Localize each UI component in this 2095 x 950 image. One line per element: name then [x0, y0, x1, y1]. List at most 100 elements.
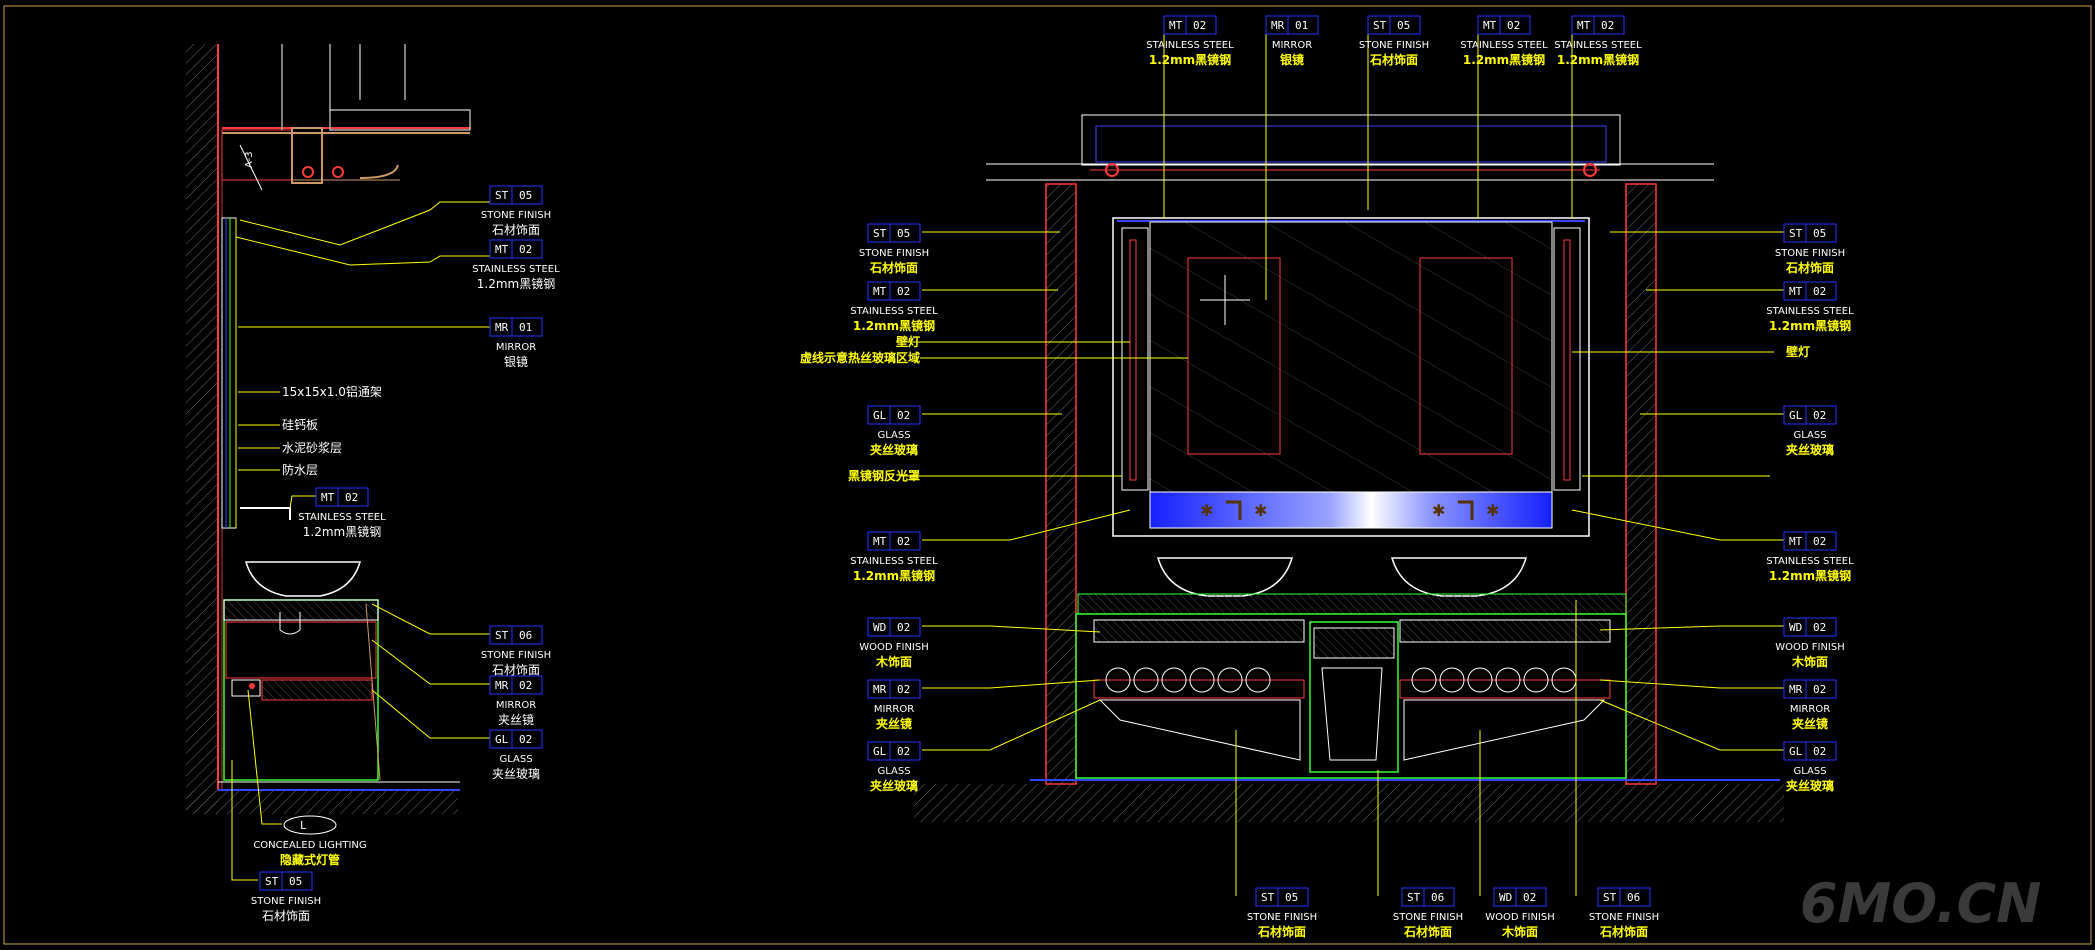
sheet-border — [3, 5, 2092, 945]
tag-chinese-label: 1.2mm黑镜钢 — [477, 276, 555, 291]
material-note: 壁灯 — [1786, 344, 1810, 359]
tag-number: 06 — [1627, 891, 1640, 904]
tag-code: GL — [1789, 409, 1803, 422]
tag-box — [489, 625, 543, 645]
tag-english-label: WOOD FINISH — [1485, 912, 1555, 923]
tag-code: WD — [1789, 621, 1802, 634]
tag-chinese-label: 木饰面 — [1791, 654, 1828, 669]
tag-chinese-label: 石材饰面 — [492, 223, 540, 237]
tag-english-label: STAINLESS STEEL — [1460, 40, 1548, 51]
material-note: 防水层 — [282, 462, 318, 477]
tag-code: MT — [1577, 19, 1591, 32]
tag-english-label: GLASS — [1793, 430, 1826, 441]
tag-english-label: STONE FINISH — [1247, 912, 1317, 923]
svg-text:✱: ✱ — [1200, 501, 1213, 520]
left-wall-hatch — [186, 44, 218, 814]
right-elevation-view: ✱ ✱ ✱ ✱ — [914, 114, 1784, 822]
tag-english-label: WOOD FINISH — [1775, 642, 1845, 653]
tag-code: GL — [1789, 745, 1803, 758]
right-floor-hatch — [914, 784, 1784, 822]
tag-chinese-label: 1.2mm黑镜钢 — [1769, 318, 1851, 333]
tag-box — [1597, 887, 1651, 907]
tag-code: MT — [873, 535, 887, 548]
tag-chinese-label: 夹丝镜 — [498, 712, 534, 727]
right-column — [1625, 183, 1657, 785]
tag-chinese-label: 夹丝玻璃 — [1786, 778, 1834, 793]
tag-box — [315, 487, 369, 507]
tag-code: WD — [873, 621, 886, 634]
material-note: 壁灯 — [896, 334, 920, 349]
tag-box — [867, 281, 921, 301]
vanity-cabinet — [1075, 613, 1627, 779]
tag-english-label: STONE FINISH — [1359, 40, 1429, 51]
center-drawer — [1309, 621, 1399, 773]
tag-chinese-label: 银镜 — [504, 354, 528, 369]
tag-box — [867, 679, 921, 699]
tag-chinese-label: 1.2mm黑镜钢 — [1463, 52, 1545, 67]
tag-code: MR — [873, 683, 887, 696]
tag-box — [867, 741, 921, 761]
faucet-left-icon: ✱ ✱ — [1200, 500, 1267, 520]
tag-box — [1163, 15, 1217, 35]
tag-code: ST — [873, 227, 887, 240]
tag-box — [489, 239, 543, 259]
tag-box — [1783, 281, 1837, 301]
tag-box — [1783, 405, 1837, 425]
tag-box — [1493, 887, 1547, 907]
tag-english-label: GLASS — [499, 754, 532, 765]
tag-number: 05 — [1285, 891, 1298, 904]
tag-chinese-label: 1.2mm黑镜钢 — [1557, 52, 1639, 67]
left-floor-hatch — [186, 790, 458, 814]
tag-box — [867, 223, 921, 243]
tag-code: MT — [1789, 535, 1803, 548]
material-note: 硅钙板 — [282, 418, 318, 432]
faucet-right-icon: ✱ ✱ — [1432, 500, 1499, 520]
tag-chinese-label: 夹丝玻璃 — [1786, 442, 1834, 457]
tag-chinese-label: 石材饰面 — [1403, 924, 1452, 939]
left-column — [1045, 183, 1077, 785]
tag-english-label: GLASS — [877, 766, 910, 777]
tag-number: 02 — [1813, 409, 1826, 422]
tag-box — [1571, 15, 1625, 35]
countertop — [1077, 593, 1627, 615]
tag-code: MT — [495, 243, 509, 256]
tag-number: 02 — [1813, 285, 1826, 298]
tag-english-label: MIRROR — [496, 342, 536, 353]
tag-english-label: STAINLESS STEEL — [1146, 40, 1234, 51]
tag-chinese-label: 隐藏式灯管 — [280, 852, 340, 867]
tag-chinese-label: 石材饰面 — [1257, 924, 1306, 939]
tag-english-label: MIRROR — [1790, 704, 1830, 715]
mirror-frame — [1112, 217, 1590, 537]
tag-number: 05 — [519, 189, 532, 202]
tag-box — [489, 675, 543, 695]
tag-english-label: GLASS — [1793, 766, 1826, 777]
tag-chinese-label: 木饰面 — [875, 654, 912, 669]
mirror-panel — [1149, 221, 1553, 493]
tag-english-label: WOOD FINISH — [859, 642, 929, 653]
tag-code: ST — [495, 189, 509, 202]
tag-code: GL — [495, 733, 509, 746]
tag-chinese-label: 夹丝玻璃 — [870, 442, 918, 457]
tag-chinese-label: 夹丝玻璃 — [870, 778, 918, 793]
tag-number: 02 — [897, 535, 910, 548]
tag-english-label: STAINLESS STEEL — [298, 512, 386, 523]
leader-lines — [231, 28, 1784, 896]
tag-chinese-label: 夹丝玻璃 — [492, 767, 540, 781]
tag-box — [867, 405, 921, 425]
tag-number: 02 — [897, 683, 910, 696]
